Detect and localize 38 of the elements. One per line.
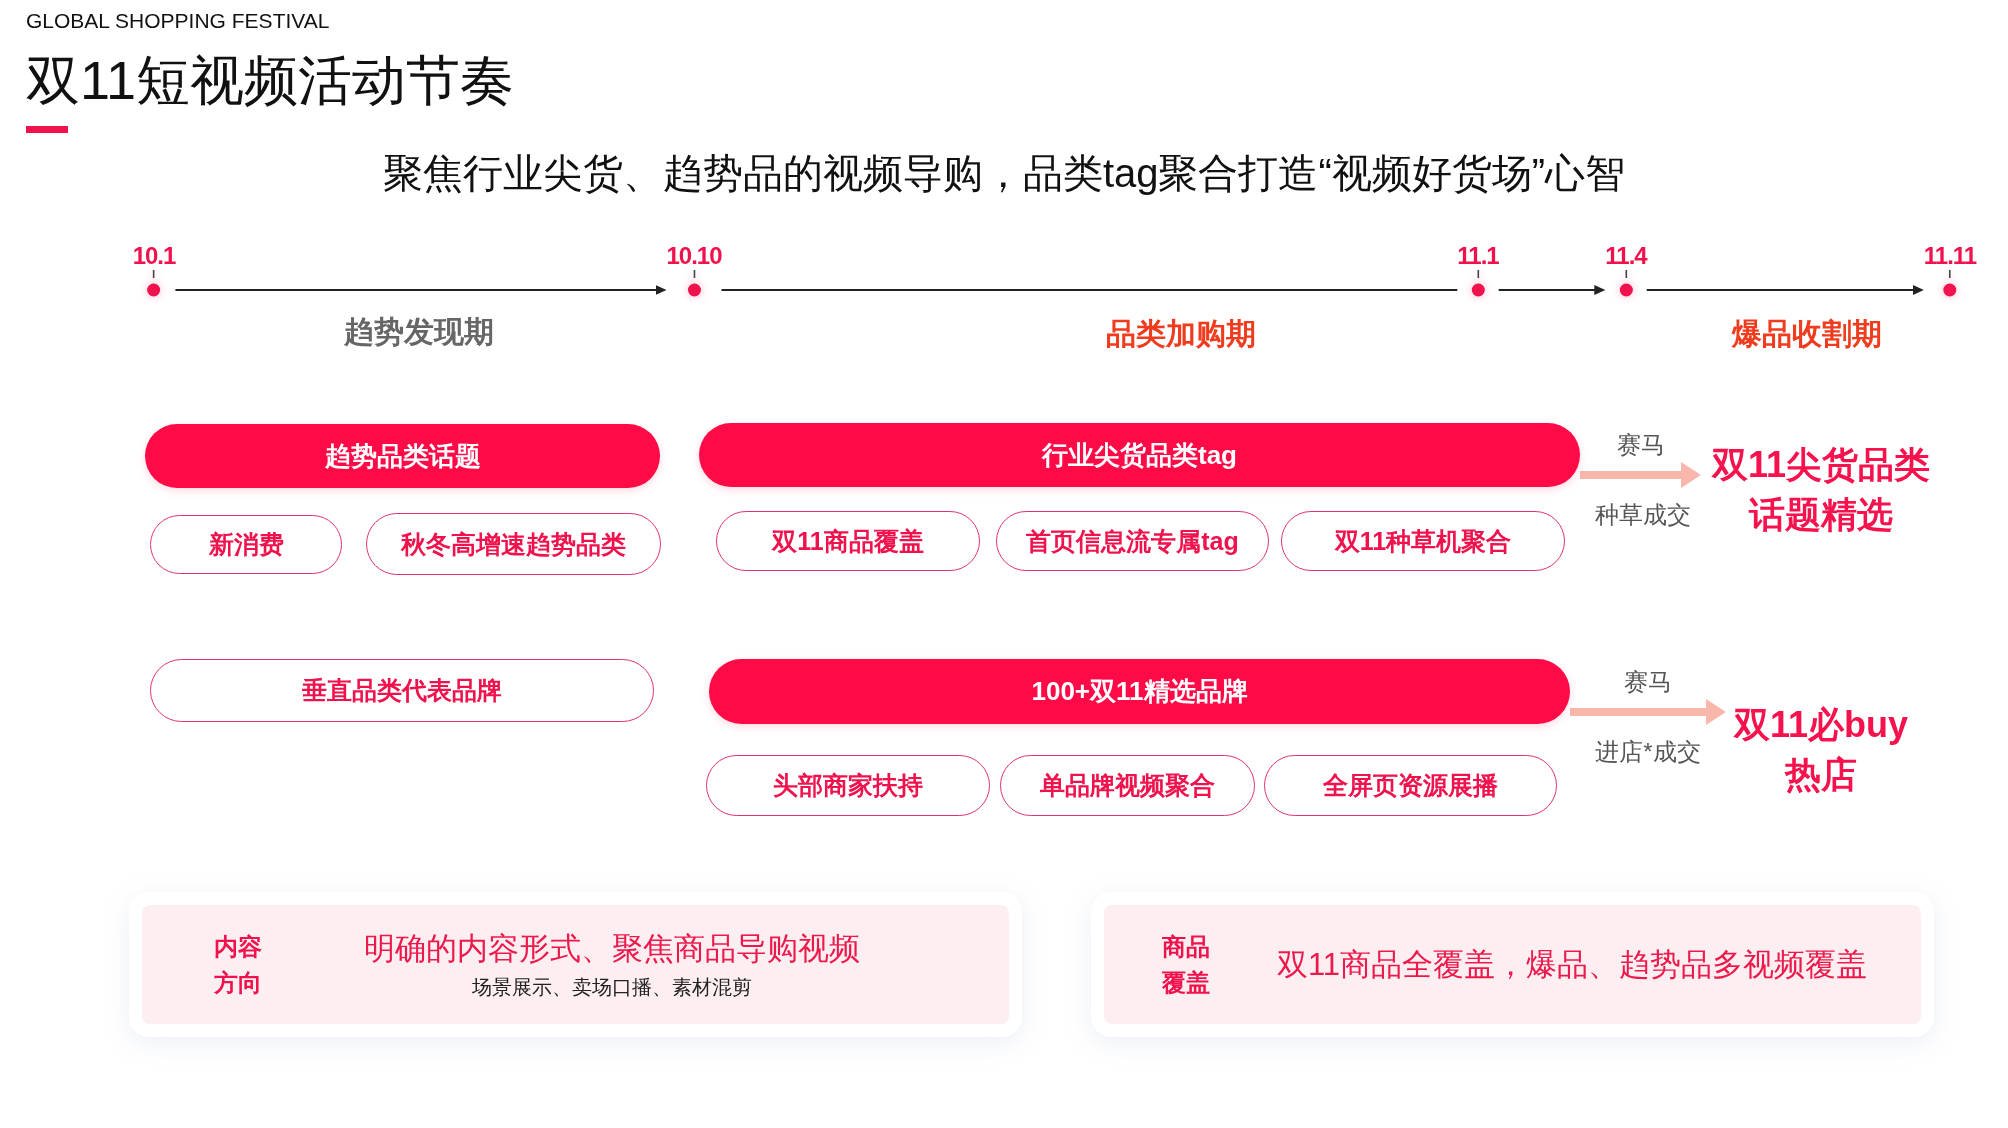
page-title: 双11短视频活动节奏 <box>26 49 515 112</box>
subtitle: 聚焦行业尖货、趋势品的视频导购，品类tag聚合打造“视频好货场”心智 <box>382 150 1626 197</box>
arrow <box>1497 285 1606 295</box>
panel-heading: 内容方向 <box>213 931 263 998</box>
header-text: GLOBAL SHOPPING FESTIVAL <box>26 8 330 34</box>
phase-label: 爆品收割期 <box>1732 316 1882 353</box>
date-label: 11.11 <box>1923 242 1977 270</box>
arrow <box>174 285 667 295</box>
panel-subtext: 场景展示、卖场口播、素材混剪 <box>472 974 752 1000</box>
tag-pill: 垂直品类代表品牌 <box>150 659 654 722</box>
phase-label: 趋势发现期 <box>344 314 494 351</box>
tag-pill: 单品牌视频聚合 <box>1000 755 1255 816</box>
highlight-text: 双11尖货品类话题精选 <box>1701 440 1941 540</box>
panel-text: 双11商品全覆盖，爆品、趋势品多视频覆盖 <box>1276 945 1868 984</box>
topic-bar: 100+双11精选品牌 <box>709 659 1570 724</box>
tag-pill: 双11种草机聚合 <box>1281 511 1565 571</box>
date-label: 11.4 <box>1605 242 1647 270</box>
tag-pill: 新消费 <box>150 515 342 574</box>
topic-bar: 行业尖货品类tag <box>699 423 1580 487</box>
arrow-caption: 进店*成交 <box>1595 737 1701 767</box>
tag-pill: 秋冬高增速趋势品类 <box>366 513 661 575</box>
tag-pill: 首页信息流专属tag <box>996 511 1269 571</box>
date-label: 10.1 <box>132 242 176 270</box>
tag-pill: 头部商家扶持 <box>706 755 990 816</box>
arrow <box>1570 699 1726 725</box>
phase-label: 品类加购期 <box>1106 316 1256 353</box>
tag-pill: 全屏页资源展播 <box>1264 755 1557 816</box>
panel-heading: 商品覆盖 <box>1161 931 1211 998</box>
arrow-caption: 种草成交 <box>1595 500 1691 530</box>
topic-bar: 趋势品类话题 <box>145 424 660 488</box>
arrow <box>1645 285 1924 295</box>
date-label: 11.1 <box>1457 242 1499 270</box>
highlight-text: 双11必buy热店 <box>1726 700 1916 800</box>
connector-line <box>720 289 1459 291</box>
tag-pill: 双11商品覆盖 <box>716 511 980 571</box>
panel-text: 明确的内容形式、聚焦商品导购视频 <box>364 929 860 968</box>
arrow <box>1580 462 1701 488</box>
date-label: 10.10 <box>666 242 722 270</box>
